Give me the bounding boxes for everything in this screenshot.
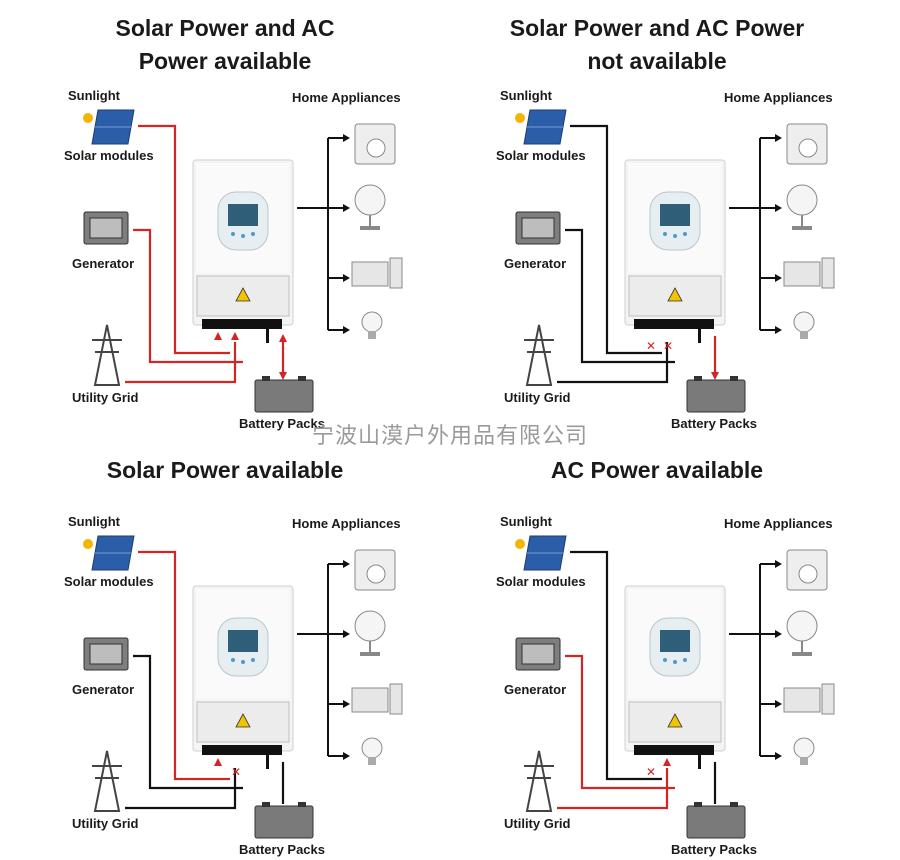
input-markers: ✕: [646, 758, 671, 779]
battery-packs-label: Battery Packs: [671, 416, 757, 431]
panel-title: AC Power available: [432, 454, 882, 487]
utility-grid-label: Utility Grid: [504, 390, 571, 405]
generator-label: Generator: [504, 682, 567, 697]
utility-grid-label: Utility Grid: [72, 816, 139, 831]
panel-solar-available: ✕: [0, 430, 450, 860]
appliance-wiring: [729, 134, 782, 334]
utility-grid-label: Utility Grid: [504, 816, 571, 831]
computer-icon: [351, 683, 403, 715]
home-appliances-label: Home Appliances: [292, 90, 401, 105]
fan-icon: [786, 610, 818, 656]
source-wiring: [557, 124, 675, 384]
battery-link: [711, 336, 719, 380]
panel-title-line-1: Solar Power and AC: [115, 15, 335, 41]
home-appliances-label: Home Appliances: [292, 516, 401, 531]
battery-link: [279, 334, 287, 380]
panel-title-line-1: Solar Power available: [106, 457, 344, 483]
sunlight-label: Sunlight: [500, 514, 552, 529]
panel-title: Solar Power available: [0, 454, 450, 487]
battery-icon: [686, 376, 746, 413]
transmission-tower-icon: [524, 324, 554, 386]
svg-text:✕: ✕: [646, 339, 656, 353]
watermark: 宁波山漠户外用品有限公司: [311, 424, 588, 449]
sun-icon: [515, 113, 525, 123]
generator-label: Generator: [72, 682, 135, 697]
solar-modules-label: Solar modules: [496, 148, 586, 163]
panel-solar-and-ac-not-available: ✕✕: [432, 0, 882, 431]
source-wiring: [557, 550, 675, 810]
inverter-icon: [624, 159, 726, 343]
generator-icon: [515, 211, 561, 245]
solar-modules-label: Solar modules: [64, 148, 154, 163]
fan-icon: [354, 184, 386, 230]
panel-title: Solar Power and AC Power not available: [432, 12, 882, 78]
generator-icon: [515, 637, 561, 671]
home-appliances-label: Home Appliances: [724, 90, 833, 105]
sun-icon: [83, 539, 93, 549]
generator-label: Generator: [504, 256, 567, 271]
panel-title-line-1: Solar Power and AC Power: [509, 15, 805, 41]
svg-text:✕: ✕: [663, 339, 673, 353]
svg-text:✕: ✕: [646, 765, 656, 779]
home-appliances-label: Home Appliances: [724, 516, 833, 531]
source-wiring: [125, 550, 243, 810]
fan-icon: [786, 184, 818, 230]
battery-icon: [686, 802, 746, 839]
sunlight-label: Sunlight: [68, 514, 120, 529]
appliance-wiring: [297, 134, 350, 334]
solar-modules-label: Solar modules: [496, 574, 586, 589]
appliance-wiring: [729, 560, 782, 760]
panel-solar-and-ac-available: Solar Power and AC Power available Sunli…: [0, 0, 450, 431]
svg-text:✕: ✕: [231, 765, 241, 779]
panel-title-line-1: AC Power available: [550, 457, 764, 483]
washer-icon: [786, 123, 828, 165]
battery-packs-label: Battery Packs: [239, 842, 325, 857]
input-markers: [214, 332, 239, 340]
appliance-wiring: [297, 560, 350, 760]
panel-ac-available: ✕: [432, 430, 882, 860]
input-markers: ✕: [214, 758, 241, 779]
sunlight-label: Sunlight: [68, 88, 120, 103]
source-wiring: [125, 124, 243, 384]
panel-title-line-2: not available: [587, 48, 727, 74]
battery-icon: [254, 376, 314, 413]
transmission-tower-icon: [92, 324, 122, 386]
sun-icon: [515, 539, 525, 549]
inverter-icon: [192, 585, 294, 769]
generator-icon: [83, 211, 129, 245]
battery-packs-label: Battery Packs: [671, 842, 757, 857]
solar-panel-icon: [523, 109, 567, 145]
solar-modules-label: Solar modules: [64, 574, 154, 589]
panel-title-line-2: Power available: [138, 48, 312, 74]
solar-panel-icon: [523, 535, 567, 571]
fan-icon: [354, 610, 386, 656]
light-bulb-icon: [361, 311, 383, 339]
utility-grid-label: Utility Grid: [72, 390, 139, 405]
battery-icon: [254, 802, 314, 839]
sunlight-label: Sunlight: [500, 88, 552, 103]
computer-icon: [783, 683, 835, 715]
computer-icon: [783, 257, 835, 289]
light-bulb-icon: [361, 737, 383, 765]
generator-label: Generator: [72, 256, 135, 271]
light-bulb-icon: [793, 737, 815, 765]
solar-panel-icon: [91, 535, 135, 571]
panel-title: Solar Power and AC Power available: [0, 12, 450, 78]
battery-packs-label: Battery Packs: [239, 416, 325, 431]
computer-icon: [351, 257, 403, 289]
generator-icon: [83, 637, 129, 671]
sun-icon: [83, 113, 93, 123]
input-markers: ✕✕: [646, 339, 673, 353]
inverter-icon: [624, 585, 726, 769]
washer-icon: [786, 549, 828, 591]
transmission-tower-icon: [524, 750, 554, 812]
light-bulb-icon: [793, 311, 815, 339]
inverter-icon: [192, 159, 294, 343]
solar-panel-icon: [91, 109, 135, 145]
washer-icon: [354, 123, 396, 165]
washer-icon: [354, 549, 396, 591]
transmission-tower-icon: [92, 750, 122, 812]
